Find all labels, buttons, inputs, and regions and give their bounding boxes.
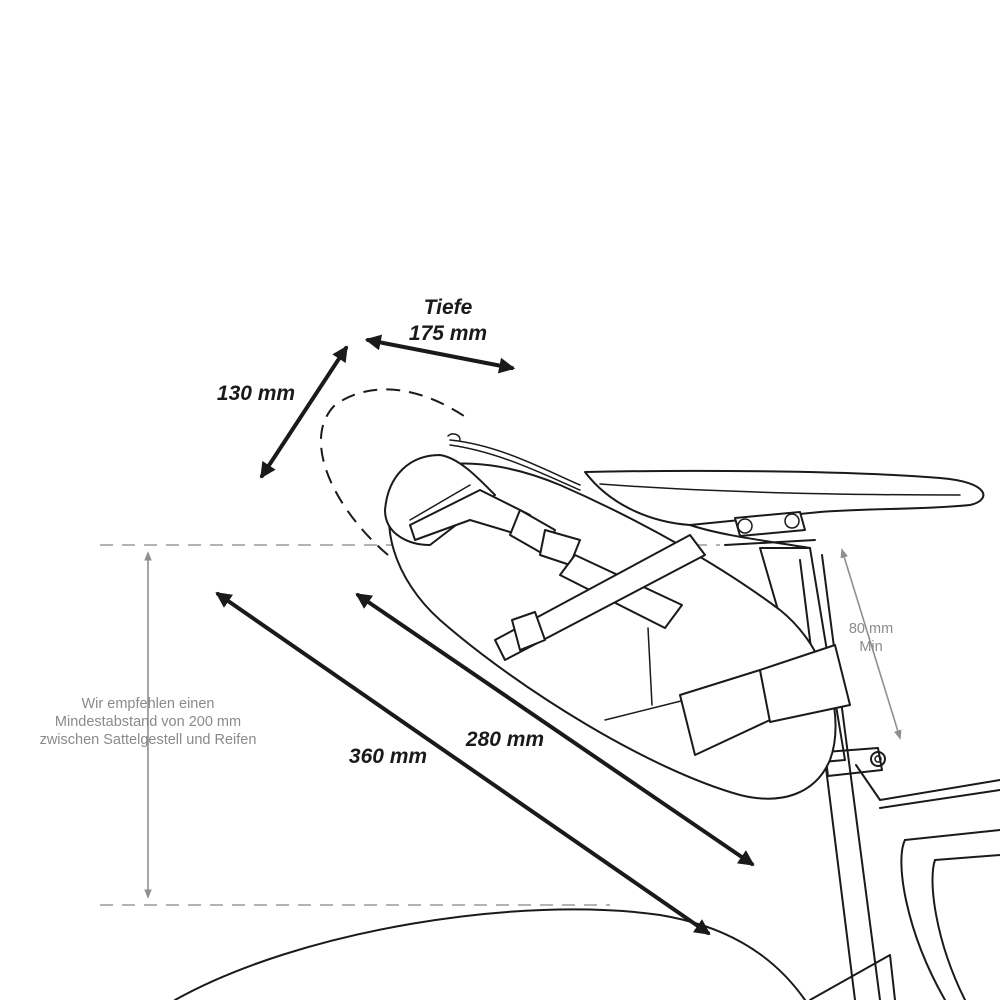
saddle <box>584 469 985 549</box>
depth-175mm-arrow <box>364 334 516 374</box>
recommendation-line-2: Mindestabstand von 200 mm <box>55 714 241 730</box>
total-length-360mm-arrow <box>215 592 711 935</box>
rear-wheel-fender <box>174 908 806 1000</box>
bag-expansion-outline <box>319 388 471 556</box>
clearance-80mm-label: 80 mm <box>849 621 893 637</box>
height-130mm-arrow <box>260 345 348 479</box>
clearance-80mm-arrow <box>840 548 902 740</box>
depth-title-label: Tiefe <box>424 296 473 319</box>
recommendation-note: Wir empfehlen einen Mindestabstand von 2… <box>40 696 257 748</box>
depth-value-label: 175 mm <box>409 322 487 345</box>
recommendation-line-3: zwischen Sattelgestell und Reifen <box>40 732 257 748</box>
total-length-label: 360 mm <box>349 745 427 768</box>
recommendation-line-1: Wir empfehlen einen <box>82 696 215 712</box>
clearance-min-label: Min <box>859 639 882 655</box>
bag-length-label: 280 mm <box>465 728 544 751</box>
height-label: 130 mm <box>217 382 295 405</box>
bike-frame <box>759 547 1000 1000</box>
